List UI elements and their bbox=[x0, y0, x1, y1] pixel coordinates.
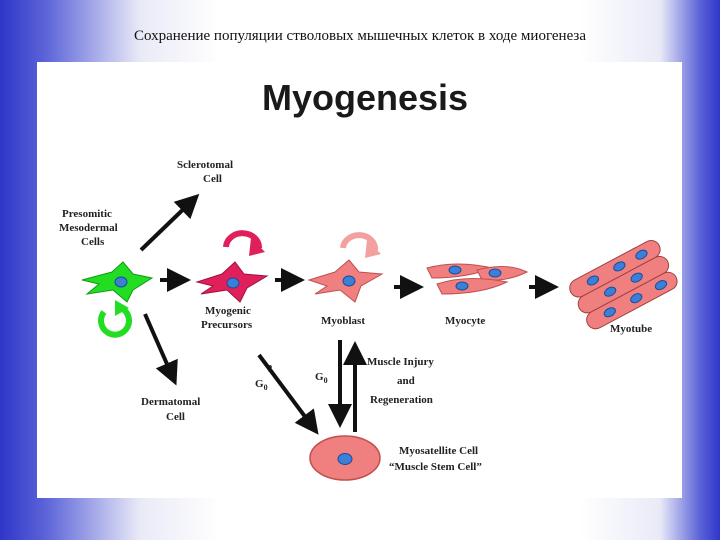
label-injury-1: Muscle Injury bbox=[367, 356, 434, 368]
label-presomitic-1: Presomitic bbox=[62, 208, 112, 220]
label-myotube: Myotube bbox=[610, 323, 652, 335]
slide-title: Сохранение популяции стволовых мышечных … bbox=[133, 28, 587, 44]
label-myogenic-1: Myogenic bbox=[205, 305, 251, 317]
arrow-to-dermatomal bbox=[143, 313, 178, 386]
label-myogenic-2: Precursors bbox=[201, 319, 253, 331]
label-satellite-1: Myosatellite Cell bbox=[399, 445, 478, 457]
label-presomitic-2: Mesodermal bbox=[59, 222, 118, 234]
myogenesis-diagram: Myogenesis Presomitic Mesodermal Cells S… bbox=[59, 77, 678, 481]
myogenesis-figure: Myogenesis Presomitic Mesodermal Cells S… bbox=[37, 62, 682, 498]
myoblast-cell bbox=[307, 259, 384, 303]
label-injury-2: and bbox=[397, 375, 415, 387]
label-myocyte: Myocyte bbox=[445, 315, 485, 327]
label-myoblast: Myoblast bbox=[321, 315, 365, 327]
label-sclerotomal-2: Cell bbox=[203, 173, 222, 185]
label-dermatomal-1: Dermatomal bbox=[141, 396, 200, 408]
label-presomitic-3: Cells bbox=[81, 236, 105, 248]
myocyte-cells bbox=[426, 263, 529, 295]
myogenic-precursor-cell bbox=[195, 261, 269, 303]
label-g0-left: G0 bbox=[255, 378, 268, 392]
label-injury-3: Regeneration bbox=[370, 394, 433, 406]
label-dermatomal-2: Cell bbox=[166, 411, 185, 423]
presomitic-cell bbox=[81, 261, 154, 303]
label-sclerotomal-1: Sclerotomal bbox=[177, 159, 233, 171]
magenta-cycle-arrow-icon bbox=[223, 230, 265, 256]
arrow-to-sclerotomal bbox=[139, 193, 200, 252]
pink-cycle-arrow-icon bbox=[340, 232, 381, 258]
label-g0-right: G0 bbox=[315, 371, 328, 385]
diagram-heading: Myogenesis bbox=[262, 77, 468, 118]
green-cycle-arrow-icon bbox=[98, 300, 132, 338]
label-satellite-2: “Muscle Stem Cell” bbox=[389, 461, 482, 473]
satellite-cell bbox=[309, 435, 381, 481]
arrow-myogenic-to-satellite bbox=[257, 353, 319, 435]
myotube-bundle bbox=[569, 240, 678, 330]
